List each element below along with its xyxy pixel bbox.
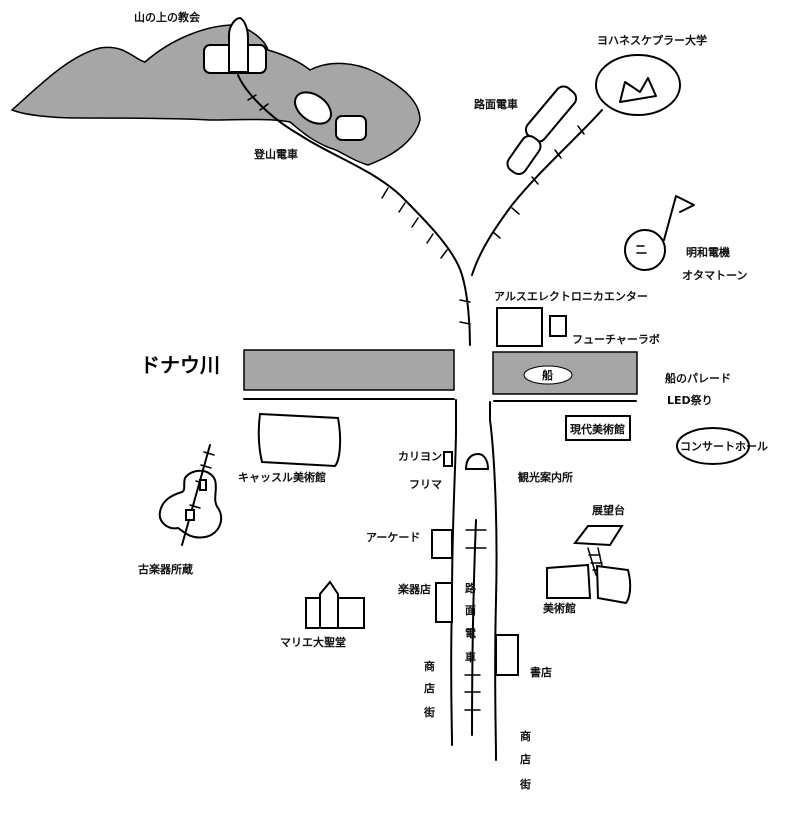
instrument-shop-label: 楽器店 [397,582,431,596]
mountain-tram-car-1 [293,91,333,125]
future-lab-label: フューチャーラボ [572,332,660,346]
mountain-railway-label: 登山電車 [253,147,298,161]
main-street-east-edge [489,401,498,761]
carillon-label: カリヨン [398,450,442,463]
tram-vertical-char-2: 面 [465,604,476,617]
otamatone-stem [663,195,695,241]
concert-hall-label: コンサートホール [680,440,768,453]
tram-north-ties [492,125,585,239]
castle-museum [257,412,342,468]
shopping-street-2-char-1: 商 [520,729,531,743]
tram-north-car-2 [506,135,542,175]
meiwa-label: 明和電機 [686,245,730,259]
mountain-tram-car-2 [335,115,367,141]
shopping-street-1-char-2: 店 [424,681,435,695]
ship-parade-label: 船のパレード [665,371,731,385]
observatory-deck [573,525,624,547]
church-tower [228,16,249,73]
mountain [10,24,421,166]
shopping-street-2-char-2: 店 [520,752,531,766]
cathedral-label: マリエ大聖堂 [280,635,346,649]
church-label: 山の上の教会 [134,10,201,24]
university-campus [595,54,681,116]
tram-north-label: 路面電車 [474,97,518,111]
old-instruments-building [158,469,223,539]
tourist-info-label: 観光案内所 [518,470,573,484]
arcade-building [431,529,453,559]
instrument-shop-building [435,582,453,623]
art-museum-building-2 [595,564,632,605]
otamatone-label: オタマトーン [682,269,747,282]
ship-label: 船 [542,368,553,382]
otamatone-head [624,229,666,271]
art-museum-building-1 [546,563,592,599]
tram-north-track [471,109,603,276]
old-instruments-window-1 [199,479,207,491]
castle-museum-label: キャッスル美術館 [238,470,326,484]
flea-market-label: フリマ [409,478,442,491]
old-instruments-rail [181,444,211,546]
flea-market-stall [464,452,490,470]
concert-hall [676,427,750,465]
danube-river-west [243,349,455,391]
old-instruments-window-2 [185,509,195,521]
ars-building [496,307,543,347]
shopping-street-2-char-3: 街 [519,777,531,791]
cathedral-tower [319,580,339,629]
bookstore-label: 書店 [530,665,552,679]
observatory-label: 展望台 [591,503,625,517]
shopping-street-1-char-1: 商 [424,659,435,673]
tram-main-ties [464,529,487,711]
tram-vertical-char-1: 路 [465,581,477,595]
ars-label: アルスエレクトロニカエンター [494,290,648,303]
tram-vertical-char-4: 車 [465,650,476,664]
modern-art-label: 現代美術館 [570,422,625,436]
arcade-label: アーケード [366,531,420,544]
carillon-marker [443,451,453,467]
tram-vertical-char-3: 電 [465,627,476,640]
mountain-railway-ties [247,94,471,325]
future-lab-building [549,315,567,337]
mountain-railway-track [237,74,471,346]
old-instruments-label: 古楽器所蔵 [138,562,193,576]
university-building [619,77,657,103]
danube-label: ドナウ川 [140,353,220,377]
shopping-street-1-char-3: 街 [423,705,435,719]
observatory-stairs [587,547,605,576]
art-museum-label: 美術館 [543,601,576,615]
tram-main-track [471,519,477,736]
ship [523,365,573,385]
bookstore-building [495,634,519,676]
led-festival-label: LED祭り [667,393,713,407]
modern-art-museum [565,415,631,441]
university-label: ヨハネスケプラー大学 [597,33,707,47]
